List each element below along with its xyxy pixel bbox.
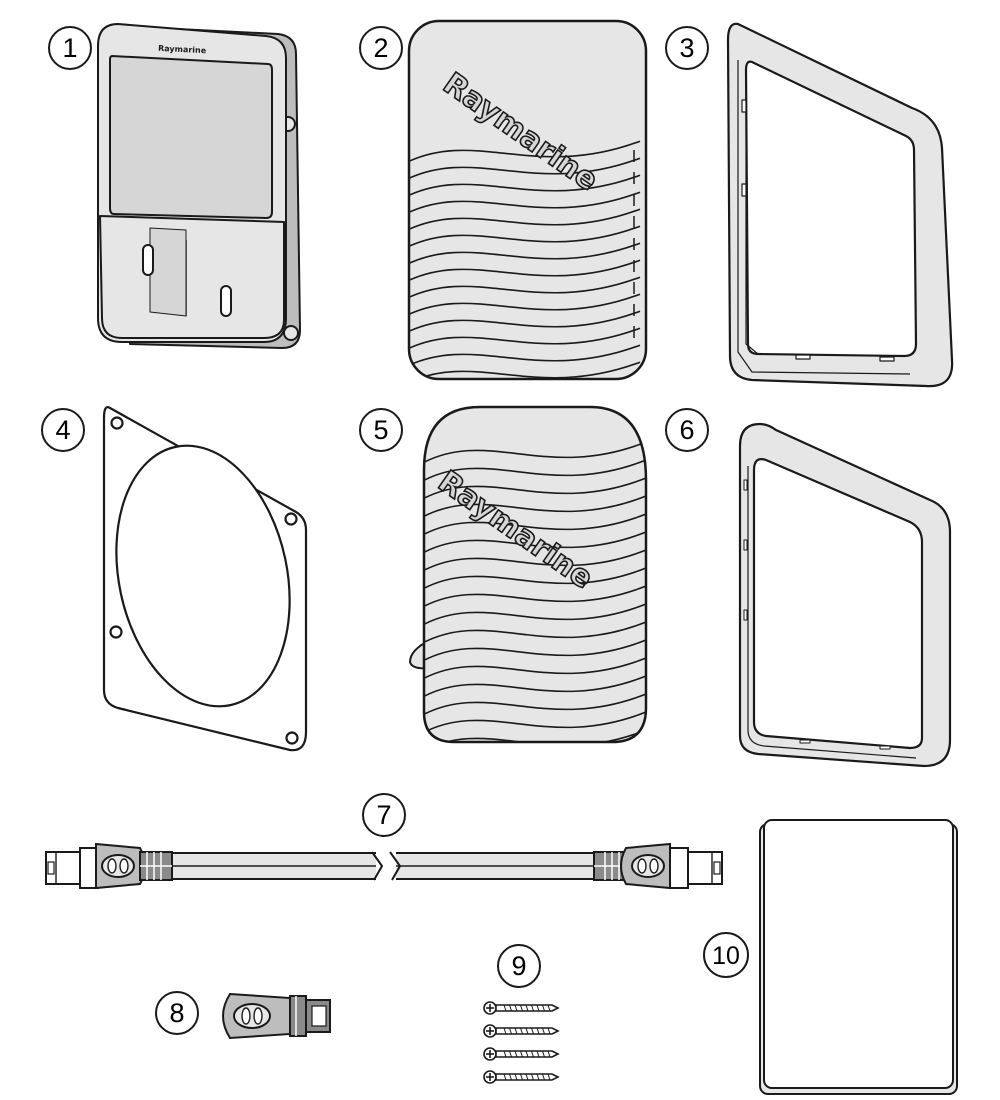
sun-cover-curved: Raymarine <box>408 405 648 744</box>
callout-6-number: 6 <box>679 415 694 445</box>
connection-cable <box>45 842 723 890</box>
callout-3-number: 3 <box>679 33 694 63</box>
sun-cover-ridges <box>409 140 641 379</box>
screw <box>483 1001 560 1015</box>
screw <box>483 1070 560 1084</box>
screw <box>483 1024 560 1038</box>
callout-2-number: 2 <box>373 33 388 63</box>
blanking-plug <box>222 992 331 1040</box>
bezel-trim <box>726 22 954 388</box>
callout-5-number: 5 <box>373 415 388 445</box>
callout-8: 8 <box>155 991 199 1035</box>
callout-10: 10 <box>703 932 749 978</box>
callout-7: 7 <box>362 793 406 837</box>
callout-9-number: 9 <box>511 951 526 981</box>
documentation-pack <box>759 819 958 1095</box>
callout-6: 6 <box>665 408 709 452</box>
screw <box>483 1047 560 1061</box>
instrument-display: Raymarine <box>97 23 301 349</box>
mounting-gasket <box>102 406 308 752</box>
callout-9: 9 <box>497 944 541 988</box>
callout-2: 2 <box>359 26 403 70</box>
callout-5: 5 <box>359 408 403 452</box>
display-brand-label: Raymarine <box>158 44 207 56</box>
callout-3: 3 <box>665 26 709 70</box>
callout-1: 1 <box>48 26 92 70</box>
callout-7-number: 7 <box>376 800 391 830</box>
callout-8-number: 8 <box>169 998 184 1028</box>
callout-4-number: 4 <box>55 415 70 445</box>
callout-4: 4 <box>41 408 85 452</box>
sun-cover: Raymarine <box>407 19 648 381</box>
callout-10-number: 10 <box>712 942 740 970</box>
bezel-trim-rounded <box>738 422 952 768</box>
callout-1-number: 1 <box>62 33 77 63</box>
sun-cover-curved-ridges <box>424 439 646 742</box>
fixing-screws <box>483 1001 560 1084</box>
